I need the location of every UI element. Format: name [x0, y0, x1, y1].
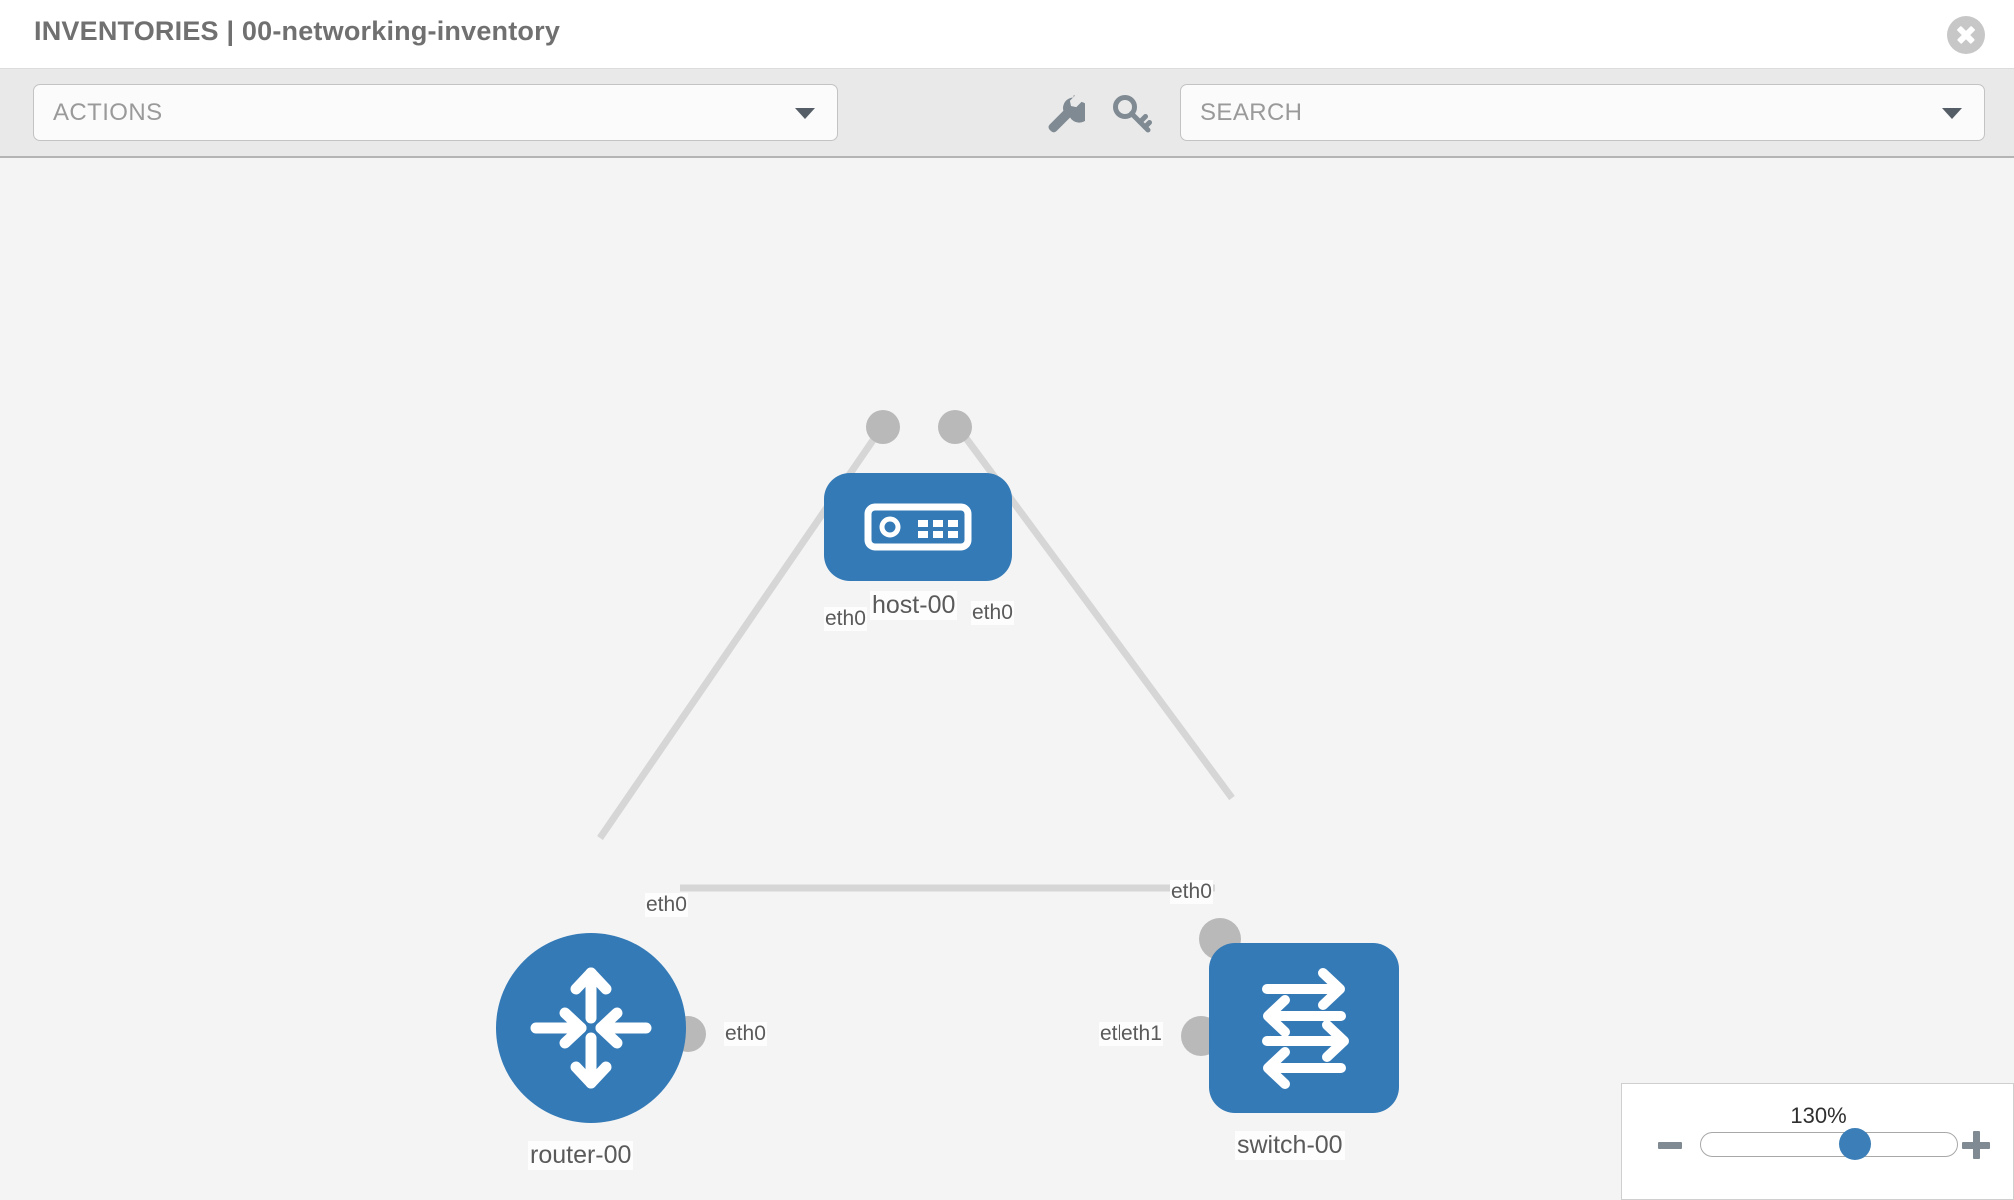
page-header: INVENTORIES | 00-networking-inventory: [0, 0, 2014, 68]
zoom-slider-track[interactable]: [1700, 1132, 1958, 1157]
edge-label-switch-eth1-horiz: eth1: [1120, 1022, 1163, 1047]
plus-icon-vertical: [1972, 1131, 1980, 1159]
zoom-slider-thumb[interactable]: [1838, 1128, 1871, 1160]
search-input[interactable]: SEARCH: [1180, 84, 1985, 141]
port-host-right[interactable]: [938, 410, 972, 444]
edge-label-router-eth0-diag: eth0: [645, 893, 688, 918]
actions-dropdown-label: ACTIONS: [53, 98, 163, 126]
zoom-control[interactable]: 130%: [1621, 1083, 2014, 1200]
search-input-value: SEARCH: [1200, 98, 1303, 126]
close-icon[interactable]: [1947, 16, 1985, 54]
node-switch-00-shape: [1209, 943, 1399, 1113]
plus-icon[interactable]: [1962, 1131, 1990, 1159]
toolbar: ACTIONS SEARCH: [0, 68, 2014, 158]
topology-links: [597, 427, 1235, 892]
edge-label-switch-eth0-diag: eth0: [1170, 880, 1213, 905]
server-device-icon: [864, 503, 972, 551]
page-title: INVENTORIES | 00-networking-inventory: [34, 16, 561, 46]
minus-icon[interactable]: [1658, 1142, 1682, 1149]
key-icon[interactable]: [1111, 93, 1153, 135]
actions-dropdown[interactable]: ACTIONS: [33, 84, 838, 141]
port-host-left[interactable]: [866, 410, 900, 444]
zoom-level-label: 130%: [1790, 1103, 1847, 1128]
node-host-00-label: host-00: [870, 591, 958, 620]
edge-label-router-eth0-horiz: eth0: [724, 1022, 767, 1047]
chevron-down-icon: [795, 107, 815, 119]
edge-label-host-eth0-left: eth0: [824, 607, 867, 632]
wrench-icon[interactable]: [1043, 93, 1090, 135]
chevron-down-icon: [1942, 107, 1962, 119]
edge-label-host-eth0-right: eth0: [971, 601, 1014, 626]
node-router-00-shape: [496, 933, 686, 1123]
node-switch-00-label: switch-00: [1235, 1131, 1345, 1160]
router-arrows-icon: [530, 967, 652, 1089]
topology-canvas[interactable]: host-00 router-00: [0, 158, 2014, 1200]
node-router-00-label: router-00: [528, 1141, 634, 1170]
switch-arrows-icon: [1262, 968, 1349, 1089]
